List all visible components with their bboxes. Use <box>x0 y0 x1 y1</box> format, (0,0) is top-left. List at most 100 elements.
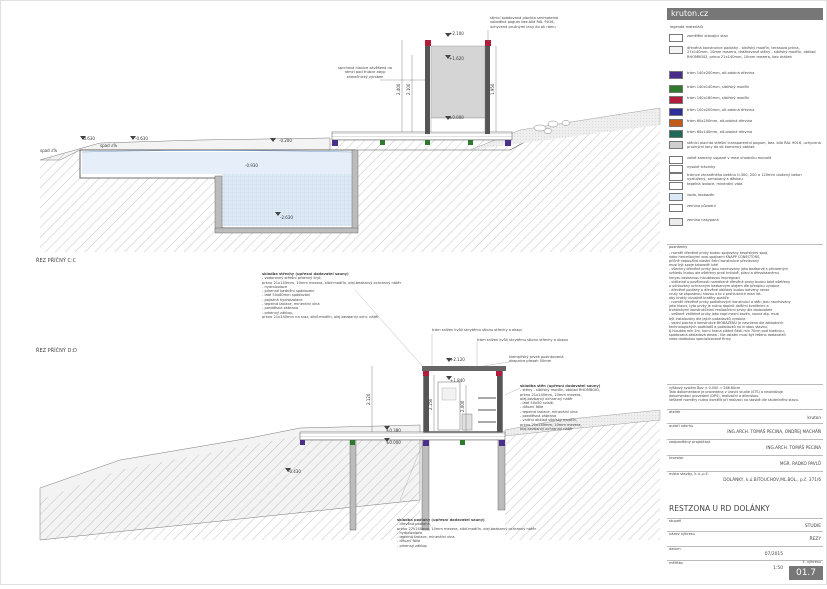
level-dd-text-3: ±0.000 <box>386 440 401 445</box>
note-floor-line: prkno 27x140mm, 10mm mezera, sibiř.modří… <box>397 526 537 531</box>
beam-dd-4 <box>460 440 465 445</box>
level-mark-4 <box>270 138 276 142</box>
note-line: - rozměř dřevěné prvky budou spojovány t… <box>669 251 769 255</box>
legend-swatch <box>669 85 683 93</box>
meta-value: ŘEZY <box>809 537 821 542</box>
legend-swatch <box>669 204 683 212</box>
level-mark-2 <box>445 55 451 59</box>
beam-purple-2 <box>505 140 511 146</box>
legend-swatch <box>669 71 683 79</box>
note-line: přičně nepoužívá vlastní čelní konstrukc… <box>669 259 760 264</box>
leader-lamp <box>482 361 510 367</box>
info-label: autoři návrhu <box>669 424 694 428</box>
soil-hatch-dd-right <box>505 420 660 540</box>
dim-dd-text-2: 2.150 <box>428 398 433 410</box>
note-wall-line: prkno 21x140mm, 10mm mezera, <box>520 422 582 427</box>
leader-roof <box>354 289 425 369</box>
info-value: ING.ARCH. TOMÁŠ PECINA <box>766 445 821 450</box>
notes-list: - rozměř dřevěné prvky budou spojovány t… <box>669 251 821 341</box>
deck-cc <box>331 131 513 141</box>
legend-label: vysoké trávníky <box>687 165 716 169</box>
legend-swatch <box>669 119 683 127</box>
note-line: hmyzu bezbarvou hloubkovou impregnací <box>669 275 741 280</box>
legend-label: tepelná izolace, minerální vata <box>687 182 743 186</box>
note-lamp-text: klempířský prvek pozinkovaná okapnice př… <box>509 355 564 364</box>
note-line: jako hlavní, tyto prvky je nutno doplnit… <box>669 304 769 309</box>
sauna-beam-left <box>423 371 429 376</box>
shade-sail <box>430 45 486 119</box>
system-note-line: výškový systém Bpv ± 0.000 = 268.60cm <box>669 386 741 390</box>
sauna-door-window <box>441 387 457 401</box>
legend-swatch <box>669 34 683 42</box>
note-line: - dřevěné podlahy a dřevěné obklady budo… <box>669 287 770 292</box>
pool-water-upper <box>82 152 352 174</box>
beam-dd-1 <box>300 440 305 445</box>
sauna-roof <box>422 366 506 371</box>
note-roof-line: - prkenný záklop, <box>262 310 293 315</box>
beam-dd-2 <box>350 440 355 445</box>
note-roof-line: prkno 21x140mm, 10mm mezera, sibiř.modří… <box>262 280 402 285</box>
level-mark-6 <box>130 136 136 140</box>
info-label: zodpovědný projektant <box>669 440 711 444</box>
level-dd-mark-5 <box>285 468 291 472</box>
legend-swatch <box>669 156 683 164</box>
stones-cc <box>533 120 571 134</box>
note-roof-text: skladba střechy (upřesní dodavatel sauny… <box>262 272 407 319</box>
soil-hatch-dd-left <box>40 436 420 540</box>
note-window-top-text: trám snížen kvůli skrytému stlonu střech… <box>432 328 522 332</box>
note-roof-line: skladba střechy (upřesní dodavatel sauny… <box>262 272 349 276</box>
note-line: trohálnkými konstrukčními realizačními p… <box>669 308 773 313</box>
level-text-7: -2.630 <box>280 215 293 220</box>
beam-purple-1 <box>332 140 338 146</box>
separator <box>667 384 823 385</box>
legend-label: trám 140x180mm, sibiřský modřín <box>687 96 750 100</box>
slope-text-2: spad ⅄% <box>40 148 57 153</box>
legend-label: trám 60x140mm, alt.odolná dřevina <box>687 130 753 134</box>
note-roof-line: - laté 50x80mm spádování <box>262 293 311 298</box>
level-dd-text-5: -0.430 <box>288 469 301 474</box>
level-mark-1 <box>445 33 451 37</box>
drawing-no-label: č. výkresu <box>802 559 821 564</box>
note-roof-line: - prkenné bednění spádování <box>262 289 315 294</box>
system-note-line: Veškeré rozměry nutno domělit při realiz… <box>669 398 799 403</box>
level-mark-3 <box>445 116 451 120</box>
legend-label: voda, biobazén <box>687 193 715 197</box>
level-dd-text-2: +1.840 <box>450 378 465 383</box>
note-wall-line: olej.bezbarvý ochranný nátěr <box>520 396 573 401</box>
separator <box>667 560 823 561</box>
meta-label: stupeň <box>669 519 682 523</box>
note-wall-line: prkno 21x140mm, 10mm mezera, <box>520 392 582 397</box>
drawing-number: 01.7 <box>789 566 823 580</box>
legend-label: velké kameny uspané v mezi chodníku mono… <box>687 156 772 160</box>
note-lamp: klempířský prvek pozinkovaná okapnice př… <box>509 355 564 364</box>
note-line: aby krokty vizuálně kratěry zpatiče <box>669 296 729 301</box>
meta-label: datum <box>669 547 681 551</box>
separator <box>667 531 823 532</box>
note-line: vzhledu budou ale ošetřeny proti hnilobě… <box>669 271 779 276</box>
legend-label: trámce zhraněného betónu tl.300, 200 a 1… <box>687 173 802 182</box>
note-floor-line: skladba podlahy (upřesní dodavatel sauny… <box>397 518 485 522</box>
legend-swatch <box>669 141 683 149</box>
legend-swatch <box>669 218 683 226</box>
beam-green-2 <box>425 140 430 145</box>
section-title-cc: ŘEZ PŘÍČNÝ C:C <box>36 256 77 264</box>
note-line: a udržovány ochranným bezbarvým olejem d… <box>669 283 780 288</box>
note-roof-line: - tepelná izolace, minerální vlna <box>262 302 320 307</box>
note-line: být instalovány dle jejich požadavků výr… <box>669 316 746 321</box>
info-value: MGR. RADKO PAVLŮ <box>779 461 821 466</box>
note-wall-line: olej.bezbarvý ochranný nátěr <box>520 426 573 431</box>
level-dd-text-4: ±0.380 <box>386 428 401 433</box>
meta-value: 07/2015 <box>764 552 783 557</box>
note-line: - vodní plocha a konstrukce BIOBAZÉNU je… <box>669 320 784 325</box>
info-label: místo stavby, k.ú.,p.č. <box>669 472 709 476</box>
system-note-line: dokumentaci provedení (DPS), realizační … <box>669 394 760 399</box>
frame-post-right <box>485 42 490 134</box>
legend-swatch <box>669 165 683 173</box>
section-title-dd: ŘEZ PŘÍČNÝ D:D <box>36 346 77 354</box>
note-line: - všechny dřevěné prvky jsou navrhovány … <box>669 267 788 272</box>
legend-label: trám 140x140mm, sibiřský modřín <box>687 85 750 89</box>
level-text-4: -0.200 <box>279 138 292 143</box>
slope-text-1: spad ⅄% <box>100 143 117 148</box>
note-sail-cc: stínicí spádovaná plachta smímatelná vol… <box>490 16 558 29</box>
